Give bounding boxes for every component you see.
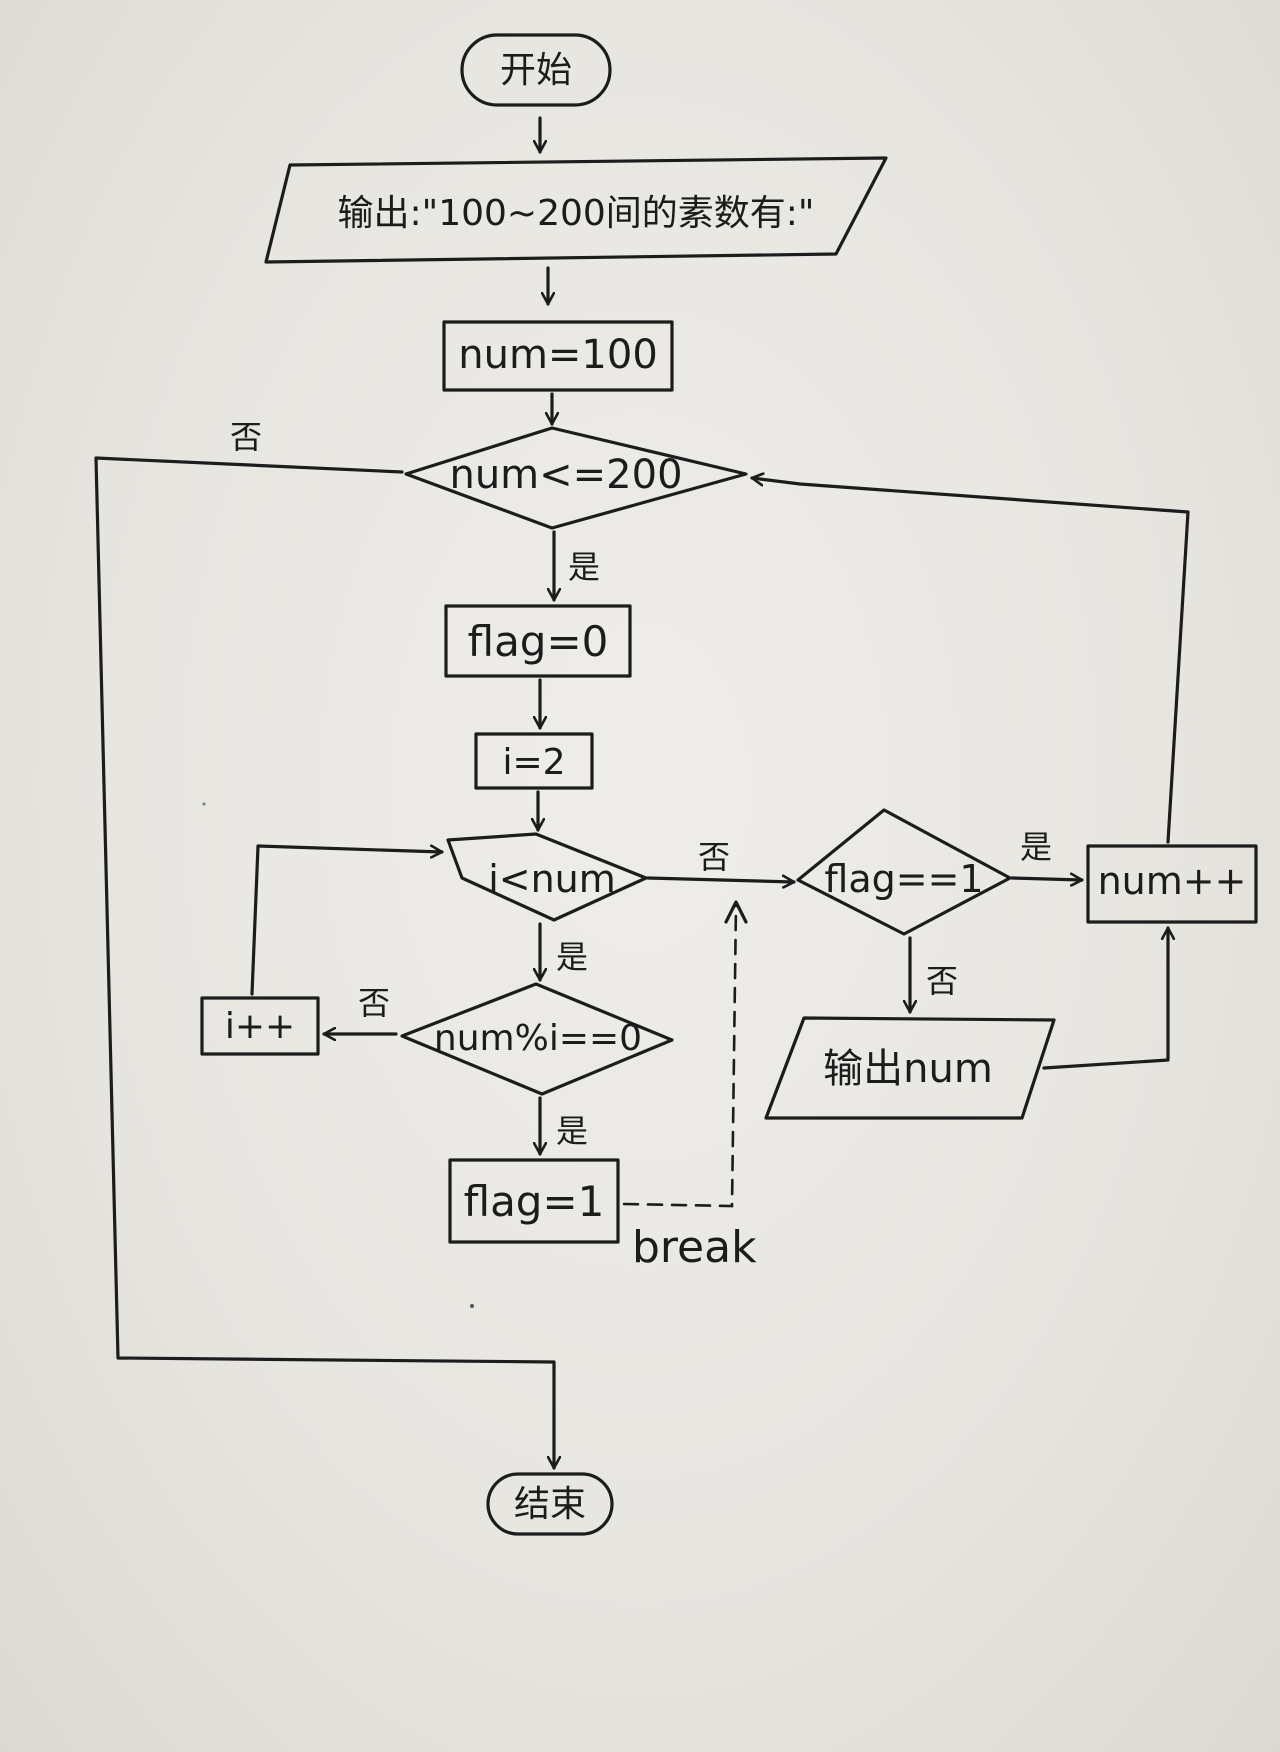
label-yes-mod: 是 — [556, 1112, 588, 1150]
inc-i-box — [200, 996, 320, 1056]
label-yes-cond-num: 是 — [568, 548, 600, 586]
end-label: 结束 — [514, 1484, 586, 1525]
set-flag-label: flag=1 — [464, 1177, 605, 1226]
set-flag-box — [448, 1158, 620, 1244]
break-dashed-arrowhead — [724, 900, 748, 924]
arrow-cond-i-no-to-flag — [646, 878, 796, 882]
paper-speck — [202, 802, 206, 806]
start-label: 开始 — [500, 50, 572, 91]
arrow-flag-yes-to-inc-num — [1010, 878, 1084, 880]
output-num-parallelogram — [764, 1016, 1056, 1120]
cond-num-diamond — [404, 426, 748, 530]
output-num-label: 输出num — [823, 1046, 993, 1092]
output-intro-parallelogram — [264, 156, 888, 264]
init-flag-box — [444, 604, 632, 678]
arrow-output-num-to-inc-num — [1042, 926, 1168, 1070]
arrow-inc-num-loop — [750, 478, 1190, 844]
init-i-label: i=2 — [502, 742, 565, 783]
init-i-box — [474, 732, 594, 790]
cond-i-diamond — [446, 832, 648, 922]
label-no-mod: 否 — [358, 984, 390, 1022]
init-num-box — [442, 320, 674, 392]
inc-i-label: i++ — [225, 1006, 295, 1047]
cond-flag-label: flag==1 — [824, 857, 983, 901]
init-flag-label: flag=0 — [468, 617, 609, 666]
cond-flag-diamond — [796, 808, 1012, 936]
label-no-cond-num: 否 — [230, 418, 262, 456]
cond-mod-diamond — [400, 982, 674, 1096]
cond-num-label: num<=200 — [449, 452, 682, 498]
inc-num-box — [1086, 844, 1258, 924]
break-dashed-line — [622, 902, 738, 1208]
start-terminal — [460, 33, 612, 107]
arrow-cond-no-to-end — [94, 456, 554, 1470]
paper-speck — [470, 1304, 474, 1308]
label-yes-flag: 是 — [1020, 828, 1052, 866]
label-no-flag: 否 — [926, 962, 958, 1000]
label-no-cond-i: 否 — [698, 838, 730, 876]
break-label: break — [632, 1222, 757, 1273]
init-num-label: num=100 — [458, 332, 658, 378]
arrow-inc-i-loop — [250, 844, 444, 996]
cond-i-label: i<num — [488, 857, 616, 901]
inc-num-label: num++ — [1098, 859, 1247, 903]
label-yes-cond-i: 是 — [556, 938, 588, 976]
output-intro-label: 输出:"100~200间的素数有:" — [338, 193, 815, 234]
end-terminal — [486, 1472, 614, 1536]
cond-mod-label: num%i==0 — [434, 1018, 642, 1059]
